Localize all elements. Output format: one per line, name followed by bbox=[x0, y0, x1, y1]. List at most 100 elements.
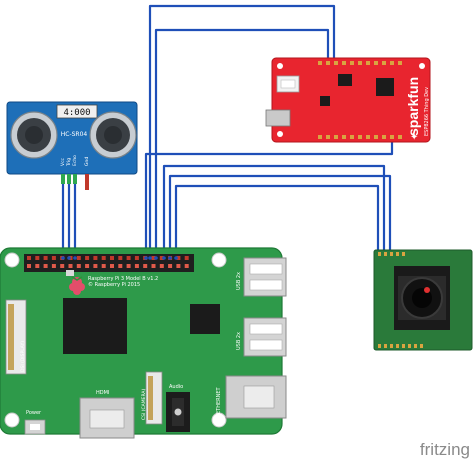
gpio-pin bbox=[85, 256, 90, 260]
gpio-pin bbox=[184, 256, 189, 260]
gpio-pin bbox=[35, 264, 40, 268]
wire-pi-thing-1 bbox=[148, 4, 336, 258]
camera-module bbox=[373, 249, 473, 351]
gpio-pin bbox=[118, 256, 123, 260]
gpio-pin bbox=[35, 256, 40, 260]
ultrasonic-sensor: 4:000 HC-SR04 Vcc Trig Echo Gnd bbox=[6, 101, 138, 190]
camera-pins bbox=[378, 252, 405, 256]
thing-flame-icon: ✦ bbox=[410, 132, 418, 143]
camera-led bbox=[424, 287, 430, 293]
gpio-pin bbox=[159, 264, 164, 268]
thing-brand: sparkfun bbox=[405, 77, 421, 136]
pi-usb-port-bottom bbox=[243, 317, 287, 357]
wire-endpoints bbox=[61, 256, 178, 260]
gpio-pin bbox=[27, 264, 31, 268]
gpio-pin bbox=[118, 264, 123, 268]
pi-small-chip bbox=[66, 270, 74, 276]
sensor-pin-4 bbox=[85, 174, 89, 190]
sensor-model-label: HC-SR04 bbox=[61, 131, 88, 138]
pi-audio-jack bbox=[166, 392, 190, 432]
gpio-pin bbox=[134, 264, 139, 268]
gpio-pin bbox=[76, 256, 81, 260]
gpio-pin bbox=[168, 264, 173, 268]
pi-power-port bbox=[24, 419, 46, 435]
pi-hdmi-port bbox=[79, 397, 135, 439]
sensor-pin-1 bbox=[61, 174, 65, 184]
pi-hdmi-label: HDMI bbox=[96, 390, 109, 396]
gpio-pin bbox=[51, 256, 56, 260]
sensor-transducer-right-core bbox=[104, 126, 122, 144]
thing-chip-flash bbox=[320, 96, 330, 106]
sparkfun-thing: sparkfun ESP8266 Thing Dev ✦ bbox=[265, 57, 431, 143]
gpio-pin bbox=[151, 256, 156, 260]
thing-subtitle: ESP8266 Thing Dev bbox=[424, 87, 430, 136]
sensor-pin-gnd: Gnd bbox=[84, 157, 90, 166]
gpio-pin bbox=[68, 264, 73, 268]
gpio-pin bbox=[43, 256, 48, 260]
gpio-pin bbox=[143, 264, 148, 268]
wires bbox=[61, 4, 394, 258]
sensor-pin-echo: Echo bbox=[72, 155, 78, 166]
sensor-display-text: 4:000 bbox=[63, 108, 90, 118]
gpio-pin bbox=[184, 264, 189, 268]
gpio-pin bbox=[51, 264, 56, 268]
sensor-pin-labels: Vcc Trig Echo Gnd bbox=[60, 155, 90, 167]
gpio-pin bbox=[110, 264, 114, 268]
sensor-transducer-left-core bbox=[25, 126, 43, 144]
sensor-display bbox=[56, 104, 98, 119]
thing-chip-main bbox=[376, 78, 394, 96]
gpio-pin bbox=[43, 264, 48, 268]
gpio-pin bbox=[176, 264, 181, 268]
gpio-pin bbox=[110, 256, 114, 260]
gpio-pin bbox=[134, 256, 139, 260]
gpio-pin bbox=[101, 264, 106, 268]
gpio-pin bbox=[76, 264, 81, 268]
raspberry-logo-icon bbox=[69, 276, 85, 295]
pi-hole-2 bbox=[211, 252, 227, 268]
sensor-pin-3 bbox=[73, 174, 77, 184]
pi-ethernet-port bbox=[225, 375, 287, 419]
wire-pi-camera-1 bbox=[162, 164, 386, 258]
gpio-pin bbox=[101, 256, 106, 260]
sensor-pin-trig: Trig bbox=[66, 158, 72, 167]
wire-pi-thing-3 bbox=[144, 140, 394, 258]
pi-ethernet-label: ETHERNET bbox=[216, 386, 222, 414]
pi-display-contacts bbox=[8, 304, 14, 370]
camera-pins-bottom bbox=[378, 344, 423, 348]
gpio-pin bbox=[93, 256, 98, 260]
thing-usb-port bbox=[265, 109, 291, 127]
gpio-pin bbox=[93, 264, 98, 268]
pi-camera-contacts bbox=[148, 376, 153, 420]
pi-audio-label: Audio bbox=[169, 384, 183, 390]
wire-pi-camera-3 bbox=[174, 184, 380, 258]
pi-hole-1 bbox=[4, 252, 20, 268]
pi-hole-4 bbox=[211, 412, 227, 428]
sensor-pin-vcc: Vcc bbox=[60, 157, 66, 166]
gpio-pin bbox=[60, 264, 65, 268]
pi-power-label: Power bbox=[26, 410, 42, 416]
thing-hole-1 bbox=[277, 63, 283, 69]
pi-usb-top-label: USB 2x bbox=[236, 272, 242, 290]
gpio-pin bbox=[27, 256, 31, 260]
gpio-pin bbox=[159, 256, 164, 260]
gpio-pin bbox=[126, 264, 131, 268]
pi-hole-3 bbox=[4, 412, 20, 428]
thing-hole-3 bbox=[277, 131, 283, 137]
pi-usb-bottom-label: USB 2x bbox=[236, 332, 242, 350]
thing-hole-2 bbox=[419, 63, 425, 69]
pi-usb-controller bbox=[190, 304, 220, 334]
pi-soc bbox=[63, 298, 127, 354]
thing-chip-small bbox=[338, 74, 352, 86]
wire-pi-thing-2 bbox=[154, 28, 330, 258]
gpio-pin bbox=[151, 264, 156, 268]
pi-camera-label: CSI (CAMERA) bbox=[141, 389, 147, 420]
pi-model-label: Raspberry Pi 3 Model B v1.2 bbox=[88, 276, 158, 282]
sensor-pin-2 bbox=[67, 174, 71, 184]
thing-top-pins bbox=[318, 61, 402, 65]
thing-bottom-pins bbox=[318, 135, 402, 139]
raspberry-pi: Raspberry Pi 3 Model B v1.2 © Raspberry … bbox=[0, 247, 287, 439]
gpio-pin bbox=[176, 256, 181, 260]
thing-battery-socket bbox=[280, 79, 296, 89]
wire-pi-camera-2 bbox=[168, 174, 392, 258]
